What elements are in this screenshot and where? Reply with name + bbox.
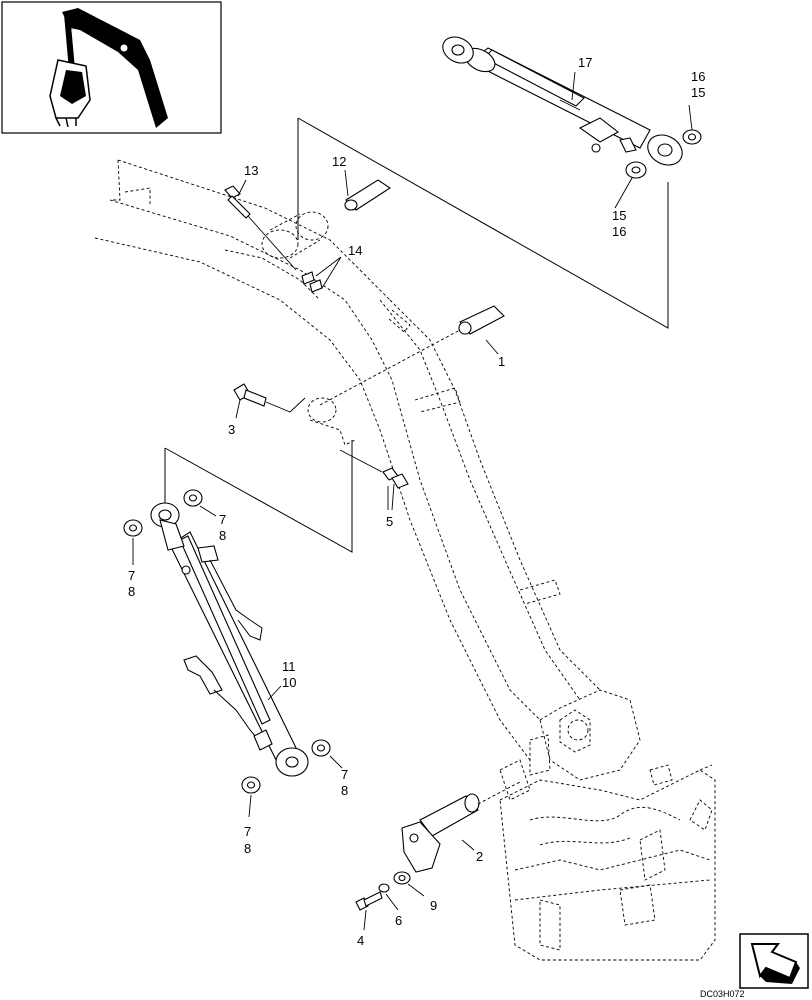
callout-14: 14 [348,243,362,258]
callout-4: 4 [357,933,364,948]
washer-7-8-lower-right [311,739,331,757]
callout-13: 13 [244,163,258,178]
callout-8-lower-left: 8 [244,841,251,856]
callout-8-lower-right: 8 [341,783,348,798]
callout-2: 2 [476,849,483,864]
grease-fittings-14 [301,271,323,293]
callout-labels: 17 16 15 15 16 12 13 14 1 3 5 7 8 7 8 11… [128,55,705,948]
callout-16-upper: 16 [691,69,705,84]
washer-7-8-lower-left [241,776,261,794]
bolt-13 [224,185,297,271]
arm-cylinder [150,502,309,777]
callout-7-lower-left: 7 [244,824,251,839]
callout-16-lower: 16 [612,224,626,239]
washer-9 [393,871,411,885]
pin-1 [319,305,505,406]
callout-7-left: 7 [128,568,135,583]
locator-inset [1,1,222,134]
callout-1: 1 [498,354,505,369]
callout-8-right: 8 [219,528,226,543]
machine-locator-icon [49,8,168,128]
swing-frame-outline [499,759,716,961]
boom-outline [94,159,641,781]
washer-7-8-upper-left [123,519,143,537]
pin-12 [344,179,392,211]
callout-6: 6 [395,913,402,928]
pin-2 [401,781,521,873]
callout-15-lower: 15 [612,208,626,223]
callout-15-upper: 15 [691,85,705,100]
boom-cylinder-pin-guide [297,117,669,329]
callout-11: 11 [282,659,296,674]
boom-lower-boss [307,397,356,446]
callout-12: 12 [332,154,346,169]
washer-7-8-upper-right [183,489,203,507]
nuts-5 [339,449,409,489]
washer-15-16-upper [682,129,702,145]
callout-9: 9 [430,898,437,913]
callout-5: 5 [386,514,393,529]
boom-upper-boss [261,211,329,259]
callout-8-left: 8 [128,584,135,599]
lock-washer-6 [378,883,390,893]
boom-cylinder [442,36,683,166]
bolt-3 [233,383,306,413]
callout-7-lower-right: 7 [341,767,348,782]
direction-arrow-icon [739,933,809,989]
drawing-code: DC03H072 [700,989,745,999]
leader-lines [132,71,693,931]
callout-17: 17 [578,55,592,70]
washer-15-16-lower [625,161,647,179]
callout-3: 3 [228,422,235,437]
bolt-4 [355,891,383,911]
callout-10: 10 [282,675,296,690]
callout-7-right: 7 [219,512,226,527]
